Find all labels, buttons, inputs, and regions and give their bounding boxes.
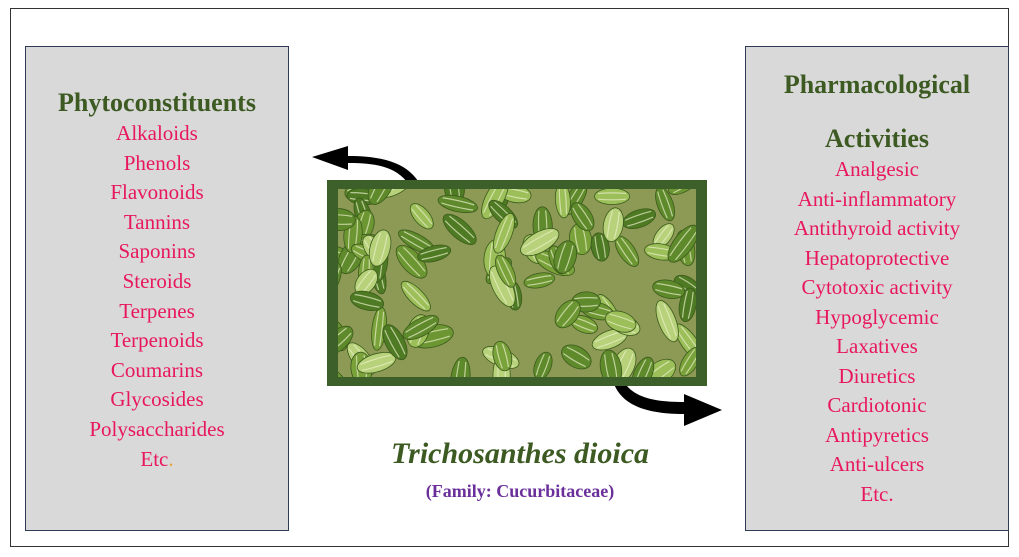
list-item: Hypoglycemic xyxy=(746,303,1008,333)
list-item: Glycosides xyxy=(26,385,288,415)
list-item: Phenols xyxy=(26,149,288,179)
list-item: Laxatives xyxy=(746,332,1008,362)
list-item: Steroids xyxy=(26,267,288,297)
list-item: Saponins xyxy=(26,237,288,267)
list-item: Alkaloids xyxy=(26,119,288,149)
phytoconstituents-list: Alkaloids Phenols Flavonoids Tannins Sap… xyxy=(26,119,288,474)
list-item: Anti-ulcers xyxy=(746,450,1008,480)
species-name: Trichosanthes dioica xyxy=(330,436,710,472)
etc-dot: . xyxy=(168,447,173,471)
list-item: Antipyretics xyxy=(746,421,1008,451)
list-item: Terpenes xyxy=(26,297,288,327)
phytoconstituents-title: Phytoconstituents xyxy=(26,87,288,119)
list-item: Tannins xyxy=(26,208,288,238)
pharmacological-activities-panel: Pharmacological Activities Analgesic Ant… xyxy=(745,46,1009,531)
list-item: Cytotoxic activity xyxy=(746,273,1008,303)
list-item: Antithyroid activity xyxy=(746,214,1008,244)
arrow-to-pharmacological-icon xyxy=(608,380,728,436)
list-item: Analgesic xyxy=(746,155,1008,185)
etc-label: Etc xyxy=(140,447,168,471)
list-item: Cardiotonic xyxy=(746,391,1008,421)
phytoconstituents-panel: Phytoconstituents Alkaloids Phenols Flav… xyxy=(25,46,289,531)
list-item: Hepatoprotective xyxy=(746,244,1008,274)
pharmacological-title-line1: Pharmacological xyxy=(746,69,1008,101)
list-item: Anti-inflammatory xyxy=(746,185,1008,215)
list-item: Diuretics xyxy=(746,362,1008,392)
pointed-gourd-photo xyxy=(327,180,707,386)
gourd-fruits-image xyxy=(338,189,696,377)
pharmacological-title-line2: Activities xyxy=(746,123,1008,155)
pharmacological-list: Analgesic Anti-inflammatory Antithyroid … xyxy=(746,155,1008,509)
list-item: Terpenoids xyxy=(26,326,288,356)
list-item: Flavonoids xyxy=(26,178,288,208)
list-item: Coumarins xyxy=(26,356,288,386)
list-item: Polysaccharides xyxy=(26,415,288,445)
family-name: (Family: Cucurbitaceae) xyxy=(330,479,710,503)
list-item: Etc. xyxy=(746,480,1008,510)
list-item-etc: Etc. xyxy=(26,445,288,475)
